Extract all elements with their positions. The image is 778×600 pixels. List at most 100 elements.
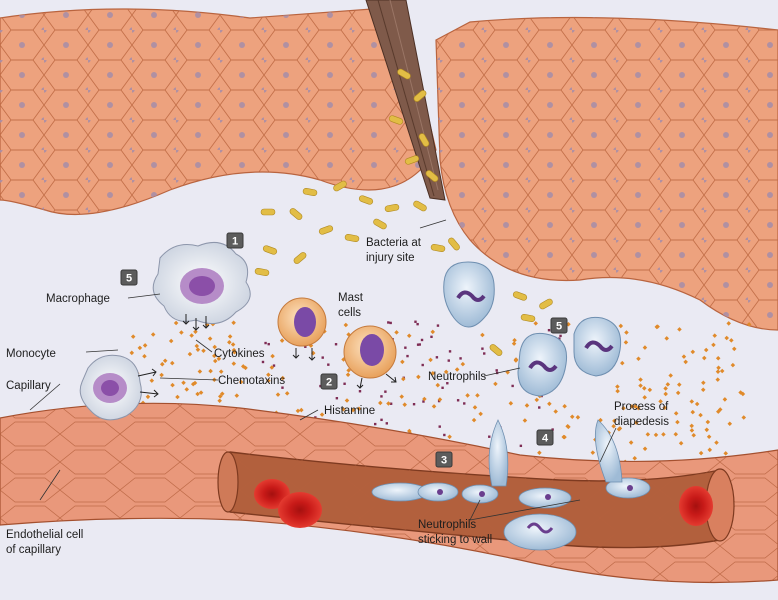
- histamine-particle: [384, 390, 387, 393]
- chemotaxin-particle: [636, 405, 641, 411]
- chemotaxin-particle: [197, 369, 203, 374]
- chemotaxin-particle: [642, 446, 648, 452]
- chemotaxin-particle: [175, 394, 180, 400]
- histamine-particle: [412, 403, 416, 406]
- chemotaxin-particle: [394, 330, 399, 335]
- chemotaxin-particle: [386, 401, 391, 406]
- chemotaxin-particle: [615, 384, 620, 389]
- chemotaxin-particle: [201, 348, 206, 354]
- chemotaxin-particle: [184, 387, 190, 392]
- chemotaxin-particle: [537, 450, 542, 455]
- chemotaxin-particle: [719, 368, 725, 374]
- bacterium: [512, 291, 528, 301]
- bacterium: [344, 234, 360, 242]
- chemotaxin-particle: [227, 340, 232, 345]
- chemotaxin-particle: [665, 382, 671, 387]
- chemotaxin-particle: [638, 377, 643, 382]
- chemotaxin-particle: [616, 426, 622, 432]
- bacterium: [293, 252, 307, 264]
- chemotaxin-particle: [645, 432, 651, 437]
- chemotaxin-particle: [668, 373, 673, 378]
- histamine-particle: [519, 444, 523, 448]
- histamine-particle: [380, 395, 383, 398]
- bacterium: [520, 314, 536, 322]
- chemotaxin-particle: [632, 455, 637, 461]
- chemotaxin-particle: [319, 412, 325, 417]
- bacterium: [384, 204, 400, 212]
- chemotaxin-particle: [663, 391, 668, 397]
- histamine-particle: [261, 360, 265, 364]
- chemotaxin-particle: [160, 361, 165, 367]
- bacterium: [413, 90, 427, 102]
- step-badge-2: 2: [320, 373, 338, 390]
- histamine-particle: [422, 400, 425, 403]
- neutrophils-in-vessel: [371, 419, 651, 551]
- neutrophils-in-tissue: [443, 261, 622, 397]
- chemotaxin-particle: [195, 391, 200, 397]
- chemotaxin-particle: [356, 406, 362, 412]
- chemotaxin-particle: [511, 341, 517, 346]
- chemotaxin-particle: [723, 451, 728, 456]
- histamine-particle: [441, 386, 444, 390]
- label-capillary: Capillary: [6, 380, 51, 392]
- chemotaxin-particle: [547, 401, 552, 407]
- label-diapedesis-line2: diapedesis: [614, 416, 669, 428]
- label-neutrophils-sticking-line2: sticking to wall: [418, 534, 492, 546]
- svg-text:4: 4: [542, 433, 549, 445]
- label-mast-cells-line1: Mast: [338, 292, 364, 304]
- label-monocyte: Monocyte: [6, 348, 56, 360]
- histamine-particle: [481, 347, 484, 350]
- chemotaxin-particle: [727, 421, 733, 427]
- chemotaxin-particle: [231, 347, 237, 353]
- histamine-particle: [559, 334, 562, 338]
- tissue-left: [0, 7, 437, 216]
- chemotaxin-particle: [677, 327, 682, 332]
- chemotaxin-particle: [629, 404, 635, 409]
- chemotaxin-particle: [707, 447, 713, 453]
- chemotaxin-particle: [142, 343, 148, 348]
- chemotaxin-particle: [275, 392, 281, 397]
- bacterium: [302, 188, 318, 196]
- chemotaxin-particle: [738, 390, 743, 395]
- chemotaxin-particle: [677, 382, 682, 387]
- chemotaxin-particle: [562, 403, 567, 409]
- bacterium: [489, 344, 503, 356]
- chemotaxin-particle: [590, 450, 596, 455]
- bacteria-group: [225, 68, 553, 356]
- bacterium: [388, 115, 404, 125]
- label-bacteria-line1: Bacteria at: [366, 237, 422, 249]
- histamine-particle: [456, 399, 460, 402]
- chemotaxin-particle: [406, 333, 412, 339]
- label-histamine: Histamine: [324, 405, 375, 417]
- histamine-particle: [319, 384, 322, 388]
- mast-cells: [277, 297, 397, 379]
- histamine-particle: [389, 402, 393, 405]
- svg-text:3: 3: [441, 455, 447, 467]
- step-badge-1: 1: [226, 232, 244, 249]
- chemotaxin-particle: [634, 420, 639, 425]
- chemotaxin-particle: [159, 372, 164, 378]
- chemotaxin-particle: [189, 333, 194, 338]
- chemotaxin-particle: [700, 387, 706, 393]
- chemotaxin-particle: [430, 329, 436, 335]
- chemotaxin-particle: [218, 369, 224, 374]
- histamine-particle: [447, 359, 450, 362]
- chemotaxin-particle: [611, 423, 616, 429]
- chemotaxin-particle: [732, 346, 737, 352]
- histamine-particle: [389, 321, 392, 325]
- histamine-particle: [436, 324, 440, 327]
- chemotaxin-particle: [266, 378, 271, 384]
- chemotaxin-particle: [212, 358, 218, 364]
- red-blood-cell: [278, 492, 322, 528]
- chemotaxin-particle: [179, 330, 184, 335]
- chemotaxin-particle: [234, 393, 240, 398]
- chemotaxin-particle: [266, 372, 271, 378]
- chemotaxin-particle: [628, 440, 634, 445]
- histamine-particle: [488, 435, 491, 438]
- histamine-particle: [304, 345, 307, 348]
- chemotaxin-particle: [269, 365, 275, 370]
- chemotaxin-particle: [129, 350, 135, 356]
- histamine-particle: [414, 320, 417, 323]
- chemotaxin-particle: [207, 336, 213, 341]
